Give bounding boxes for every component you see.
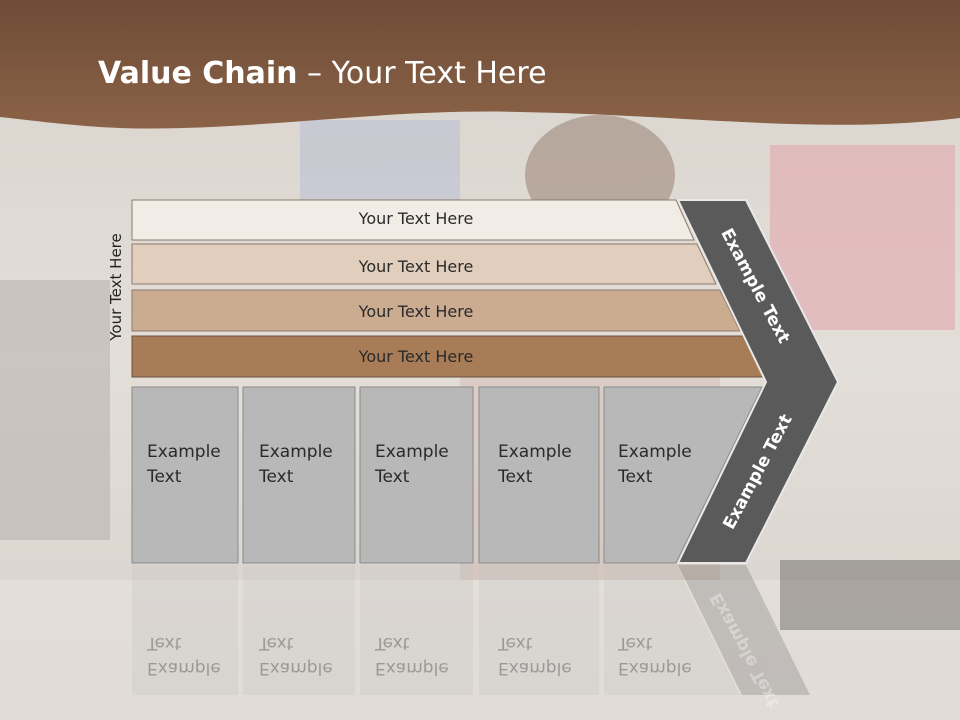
cell-shape-1: [131, 386, 239, 564]
cell-shape-3: [359, 386, 474, 564]
bar-shape-2: [131, 243, 717, 285]
cell-shape-5: [603, 386, 763, 564]
bar-label-4: Your Text Here: [358, 347, 474, 366]
page-title: Value Chain – Your Text Here: [98, 56, 547, 91]
cell-shape-2: [242, 386, 356, 564]
chevron-shape: [676, 199, 840, 564]
bar-label-1: Your Text Here: [358, 209, 474, 228]
bar-label-2: Your Text Here: [358, 257, 474, 276]
bar-shape-1: [131, 199, 695, 241]
bar-shape-3: [131, 289, 741, 332]
cell-shape-4: [478, 386, 600, 564]
header-band: [0, 0, 960, 129]
bar-label-3: Your Text Here: [358, 302, 474, 321]
